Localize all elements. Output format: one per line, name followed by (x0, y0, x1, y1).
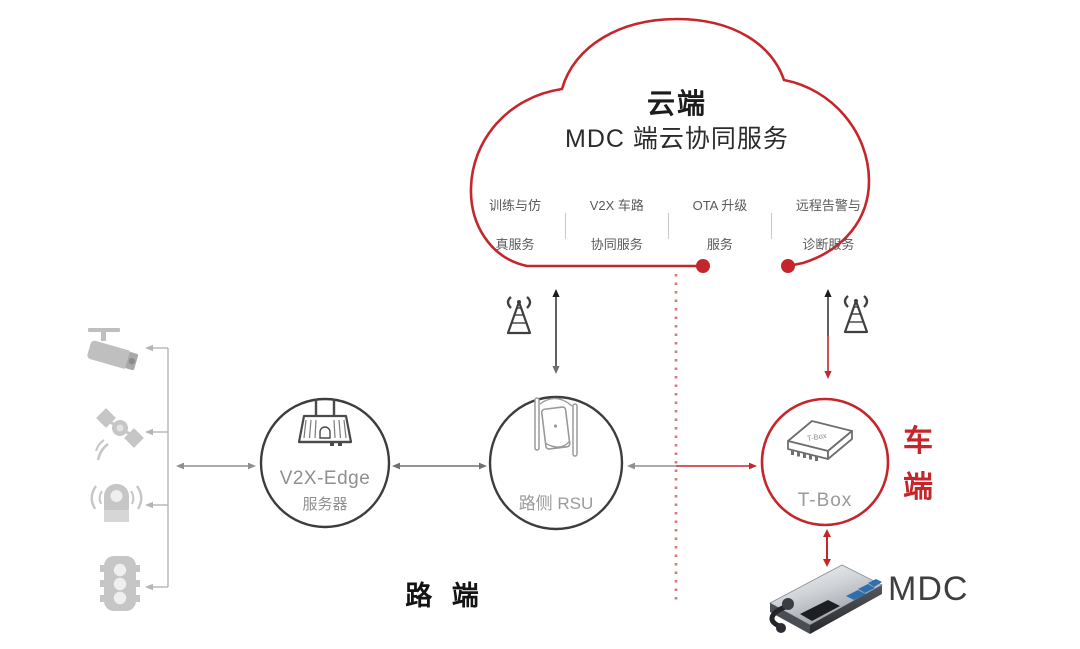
cloud-service-training: 训练与仿 真服务 (489, 197, 542, 252)
cloud-subtitle: MDC 端云协同服务 (565, 125, 789, 153)
roadside-beacon-icon (90, 484, 143, 522)
tbox-node-label: T-Box (797, 490, 853, 511)
v2x-edge-node-label: V2X-Edge (279, 468, 371, 489)
arrow-tbox-to-mdc (823, 529, 831, 567)
cloud-service-alarm: 远程告警与 诊断服务 (795, 197, 861, 252)
arrow-rsu-to-tbox (627, 462, 757, 470)
v2x-edge-node-sublabel: 服务器 (302, 496, 348, 513)
cloud-endpoint-dot-right (781, 259, 795, 273)
arrow-tbox-to-cloud (824, 289, 832, 379)
traffic-light-icon (100, 556, 140, 611)
arrow-rsu-to-cloud (552, 289, 560, 374)
radio-tower-icon-right (843, 295, 869, 334)
radio-tower-icon-left (506, 296, 532, 335)
service-separator (564, 212, 566, 239)
cloud-endpoint-dot-left (696, 259, 710, 273)
mdc-device-label: MDC (888, 570, 969, 608)
surveillance-camera-icon (87, 328, 139, 371)
vehicle-side-section-label: 车端 (903, 425, 933, 504)
arrow-sensors-to-edge (176, 462, 256, 470)
cloud-service-v2x: V2X 车路 协同服务 (589, 197, 644, 252)
tbox-node-circle (760, 397, 890, 527)
mdc-compute-unit-icon (769, 564, 883, 634)
cloud-outline (469, 17, 871, 268)
rsu-node-label: 路侧 RSU (518, 494, 594, 513)
cloud-services-row: 训练与仿 真服务 V2X 车路 协同服务 OTA 升级 服务 远程告警与 诊断服… (489, 176, 861, 274)
rsu-node-circle (488, 395, 624, 531)
edge-server-router-icon (297, 398, 353, 446)
tbox-device-icon: T-Box (787, 420, 853, 461)
service-separator (667, 212, 669, 239)
cloud-service-ota: OTA 升级 服务 (692, 197, 748, 252)
cloud-title: 云端 (646, 88, 707, 119)
v2x-edge-node-circle (259, 397, 391, 529)
sensor-bracket (152, 347, 169, 588)
service-separator (771, 212, 773, 239)
arrow-edge-to-rsu (392, 462, 487, 470)
rsu-device-icon (534, 397, 578, 457)
tbox-device-label: T-Box (806, 431, 827, 443)
sensor-bracket-arrowheads (145, 344, 153, 591)
roadside-section-label: 路 端 (405, 581, 485, 611)
satellite-icon (95, 408, 144, 461)
